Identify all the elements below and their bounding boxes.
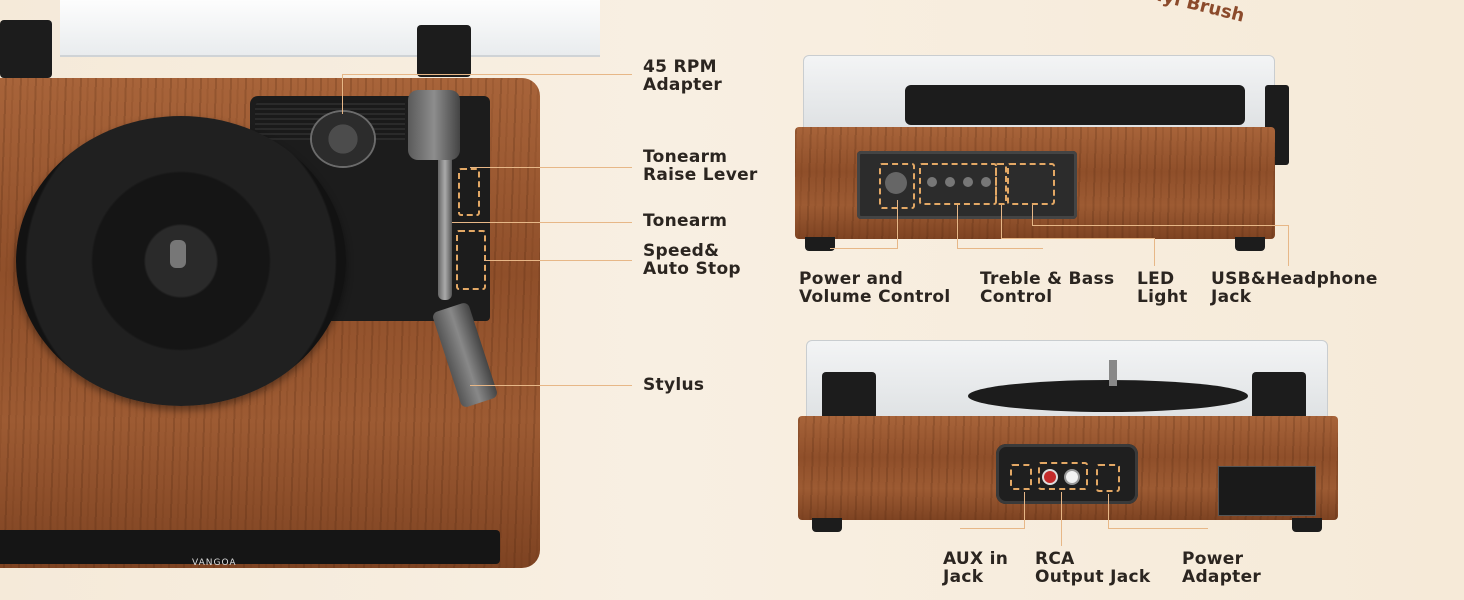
leader-usb-h [1032, 225, 1288, 226]
front-foot-left [805, 237, 835, 251]
back-foot-left [812, 518, 842, 532]
leader-power [897, 200, 898, 248]
rca-white [1066, 471, 1078, 483]
leader-led-h [1001, 238, 1154, 239]
tonearm [438, 150, 452, 300]
leader-aux-h [960, 528, 1025, 529]
leader-led [1001, 205, 1002, 238]
eq-button-3 [963, 177, 973, 187]
turntable-front-view [795, 55, 1295, 255]
front-speaker-strip [0, 530, 500, 564]
turntable-top-view: VANGOA [0, 0, 600, 600]
rca-red [1044, 471, 1056, 483]
front-foot-right [1235, 237, 1265, 251]
vinyl-brush-label: Vinyl Brush [1129, 0, 1247, 27]
rca-highlight [1038, 462, 1088, 490]
leader-aux [1024, 492, 1025, 528]
leader-rca [1061, 492, 1062, 546]
callout-speed-auto-stop: Speed&Auto Stop [643, 241, 741, 279]
back-platter [968, 380, 1248, 412]
back-foot-right [1292, 518, 1322, 532]
back-spindle [1109, 360, 1117, 386]
led-highlight [995, 163, 1007, 205]
spindle [170, 240, 186, 268]
brand-logo: VANGOA [192, 558, 237, 568]
eq-button-2 [945, 177, 955, 187]
leader-power-adapter-h [1108, 528, 1208, 529]
usb-jack-highlight [1007, 163, 1055, 205]
volume-knob [885, 172, 907, 194]
leader-treble [957, 205, 958, 248]
leader-stylus [470, 385, 632, 386]
leader-tonearm [452, 222, 632, 223]
leader-usb [1032, 205, 1033, 225]
eq-button-1 [927, 177, 937, 187]
callout-stylus: Stylus [643, 375, 705, 395]
front-platter-edge [905, 85, 1245, 125]
rpm-adapter [312, 112, 374, 166]
clear-lid [60, 0, 600, 57]
aux-highlight [1010, 464, 1032, 490]
leader-adapter-drop [342, 74, 343, 114]
turntable-back-view [798, 340, 1338, 540]
power-adapter-highlight [1096, 464, 1120, 492]
leader-power-h [830, 248, 898, 249]
rating-label [1218, 466, 1316, 516]
callout-tonearm: Tonearm [643, 211, 728, 231]
leader-led-drop [1154, 238, 1155, 266]
tonearm-counterweight [408, 90, 460, 160]
leader-treble-h [957, 248, 1043, 249]
leader-usb-drop [1288, 225, 1289, 266]
leader-speed [484, 260, 632, 261]
raise-lever-highlight [458, 168, 480, 216]
leader-power-adapter [1108, 494, 1109, 528]
leader-raise [470, 167, 632, 168]
eq-button-4 [981, 177, 991, 187]
lid-hinge-left [0, 20, 52, 78]
leader-adapter [342, 74, 632, 75]
lid-hinge-right [417, 25, 471, 77]
speed-switch-highlight [456, 230, 486, 290]
